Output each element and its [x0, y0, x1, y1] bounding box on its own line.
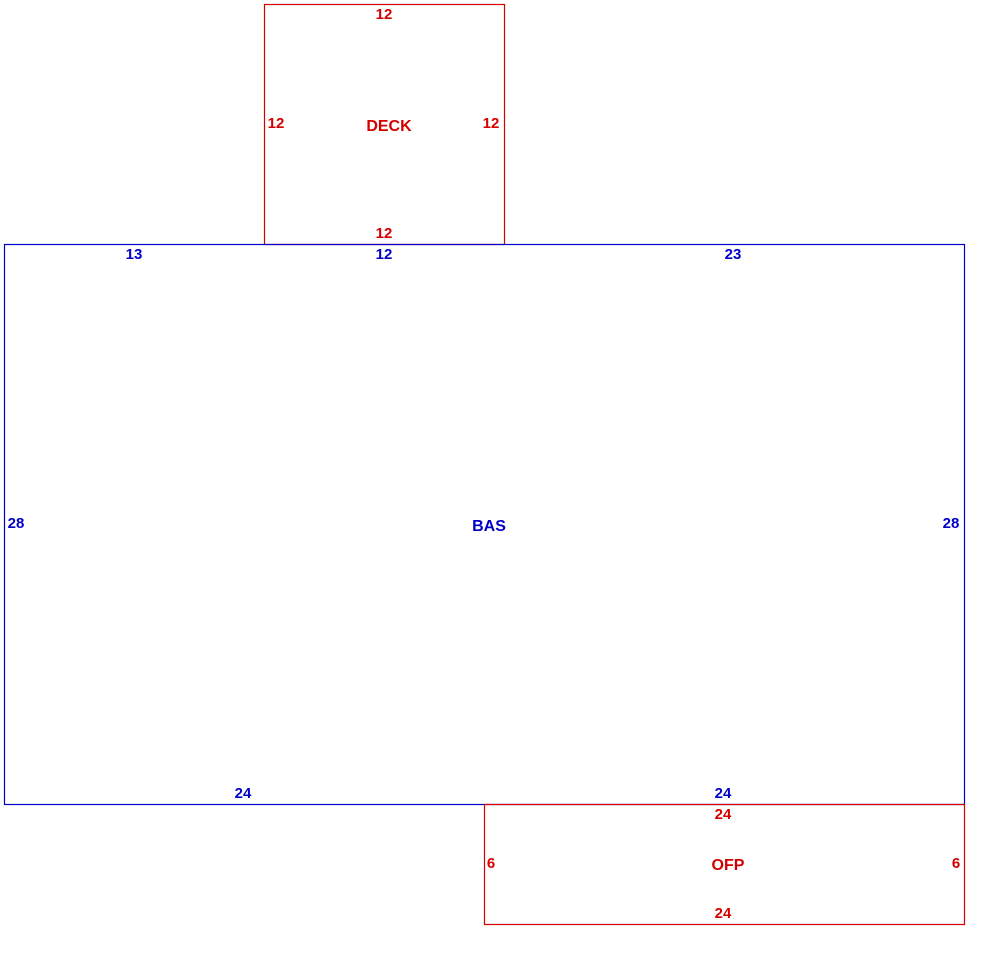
ofp-top-dimension: 24: [715, 806, 732, 823]
ofp-outline: [483, 803, 966, 926]
deck-label: DECK: [366, 118, 412, 135]
deck-top-dimension: 12: [376, 6, 393, 23]
ofp-area: OFP 24 6 6 24: [483, 803, 966, 926]
ofp-label: OFP: [712, 857, 745, 874]
ofp-right-dimension: 6: [952, 855, 960, 872]
ofp-left-dimension: 6: [487, 855, 495, 872]
bas-top-left-dimension: 13: [126, 246, 143, 263]
deck-area: DECK 12 12 12 12: [263, 3, 506, 246]
bas-area: BAS 13 12 23 28 28 24 24: [3, 243, 966, 806]
deck-left-dimension: 12: [268, 115, 285, 132]
bas-right-dimension: 28: [943, 515, 960, 532]
bas-top-right-dimension: 23: [725, 246, 742, 263]
bas-bottom-right-dimension: 24: [715, 785, 732, 802]
bas-bottom-left-dimension: 24: [235, 785, 252, 802]
deck-right-dimension: 12: [483, 115, 500, 132]
bas-top-middle-dimension: 12: [376, 246, 393, 263]
ofp-bottom-dimension: 24: [715, 905, 732, 922]
deck-bottom-dimension: 12: [376, 225, 393, 242]
bas-label: BAS: [472, 518, 506, 535]
bas-left-dimension: 28: [8, 515, 25, 532]
